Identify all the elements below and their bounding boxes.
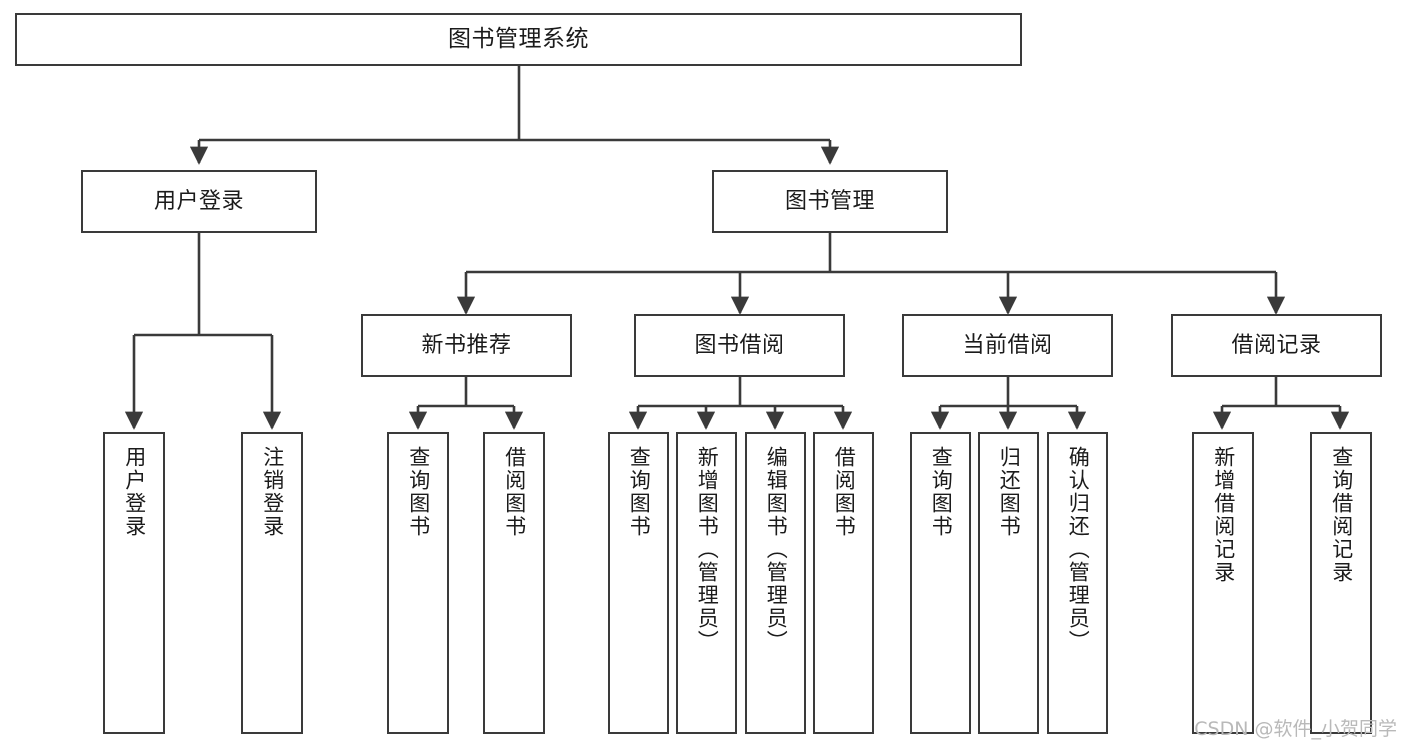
leaf-query-book-borrow[interactable]: 查询图书: [608, 432, 669, 734]
node-label: 确认归还（管理员）: [1066, 446, 1091, 653]
node-label: 图书管理系统: [448, 25, 589, 52]
node-label: 用户登录: [122, 446, 147, 538]
csdn-watermark: CSDN @软件_小贺同学: [1194, 718, 1397, 740]
leaf-logout-login[interactable]: 注销登录: [241, 432, 303, 734]
node-label: 借阅图书: [502, 446, 527, 538]
node-root-book-management-system[interactable]: 图书管理系统: [15, 13, 1022, 66]
node-label: 借阅图书: [832, 446, 857, 538]
node-label: 用户登录: [153, 188, 244, 214]
node-current-borrow[interactable]: 当前借阅: [902, 314, 1113, 377]
node-label: 借阅记录: [1231, 332, 1322, 358]
leaf-add-borrow-record[interactable]: 新增借阅记录: [1192, 432, 1254, 734]
node-label: 注销登录: [260, 446, 285, 538]
node-label: 当前借阅: [962, 332, 1053, 358]
node-label: 查询图书: [406, 446, 431, 538]
leaf-borrow-book[interactable]: 借阅图书: [813, 432, 874, 734]
node-book-borrow[interactable]: 图书借阅: [634, 314, 845, 377]
leaf-query-borrow-record[interactable]: 查询借阅记录: [1310, 432, 1372, 734]
leaf-borrow-book-recommend[interactable]: 借阅图书: [483, 432, 545, 734]
node-borrow-record[interactable]: 借阅记录: [1171, 314, 1382, 377]
node-label: 归还图书: [997, 446, 1022, 538]
leaf-return-book[interactable]: 归还图书: [978, 432, 1039, 734]
node-user-login[interactable]: 用户登录: [81, 170, 317, 233]
node-label: 图书借阅: [694, 332, 785, 358]
node-book-management[interactable]: 图书管理: [712, 170, 948, 233]
leaf-user-login[interactable]: 用户登录: [103, 432, 165, 734]
node-new-book-recommend[interactable]: 新书推荐: [361, 314, 572, 377]
node-label: 新增借阅记录: [1211, 446, 1236, 584]
node-label: 编辑图书（管理员）: [764, 446, 789, 653]
leaf-query-book-current[interactable]: 查询图书: [910, 432, 971, 734]
node-label: 新书推荐: [421, 332, 512, 358]
leaf-confirm-return-admin[interactable]: 确认归还（管理员）: [1047, 432, 1108, 734]
node-label: 图书管理: [784, 188, 875, 214]
node-label: 查询图书: [627, 446, 652, 538]
leaf-query-book-recommend[interactable]: 查询图书: [387, 432, 449, 734]
node-label: 查询借阅记录: [1329, 446, 1354, 584]
leaf-add-book-admin[interactable]: 新增图书（管理员）: [676, 432, 737, 734]
node-label: 新增图书（管理员）: [695, 446, 720, 653]
leaf-edit-book-admin[interactable]: 编辑图书（管理员）: [745, 432, 806, 734]
node-label: 查询图书: [929, 446, 954, 538]
